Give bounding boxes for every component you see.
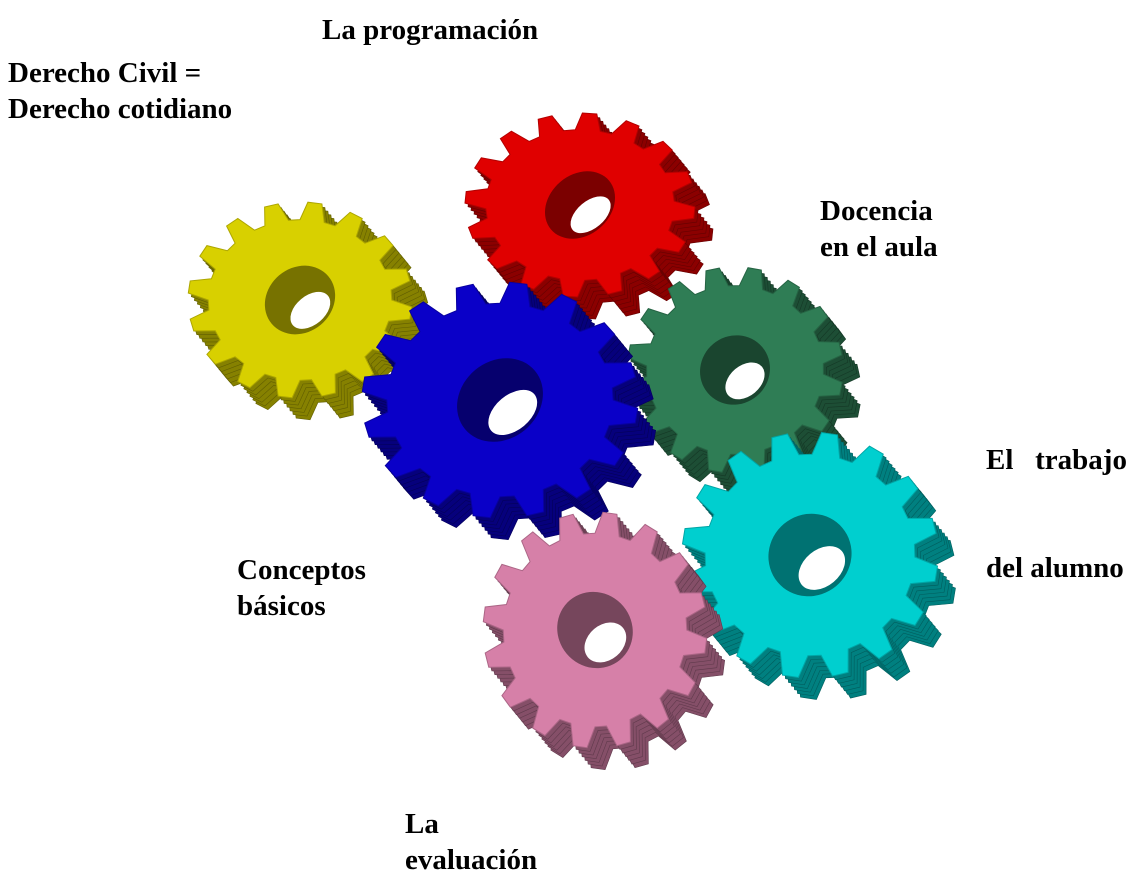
gear-blue-hole xyxy=(488,389,538,436)
gear-yellow xyxy=(187,201,431,421)
gear-cyan xyxy=(681,431,956,700)
label-docencia-en-el-aula: Docencia en el aula xyxy=(820,195,938,263)
gear-pink xyxy=(482,511,726,771)
gear-green-hole xyxy=(725,362,765,400)
label-la-programacion: La programación xyxy=(322,14,539,46)
gear-red-hole xyxy=(570,196,611,234)
gear-pink-hole xyxy=(584,622,627,663)
gear-red xyxy=(464,112,714,320)
label-el-trabajo-del-alumno: El trabajo del alumno xyxy=(986,444,1127,584)
gear-blue xyxy=(361,281,657,541)
gear-cyan-hole xyxy=(798,546,846,590)
label-la-evaluacion: La evaluación xyxy=(405,808,538,876)
label-conceptos-basicos: Conceptos básicos xyxy=(237,554,366,622)
gear-yellow-hole xyxy=(290,291,331,329)
label-derecho-civil: Derecho Civil = Derecho cotidiano xyxy=(8,57,233,125)
gear-green xyxy=(627,267,861,495)
